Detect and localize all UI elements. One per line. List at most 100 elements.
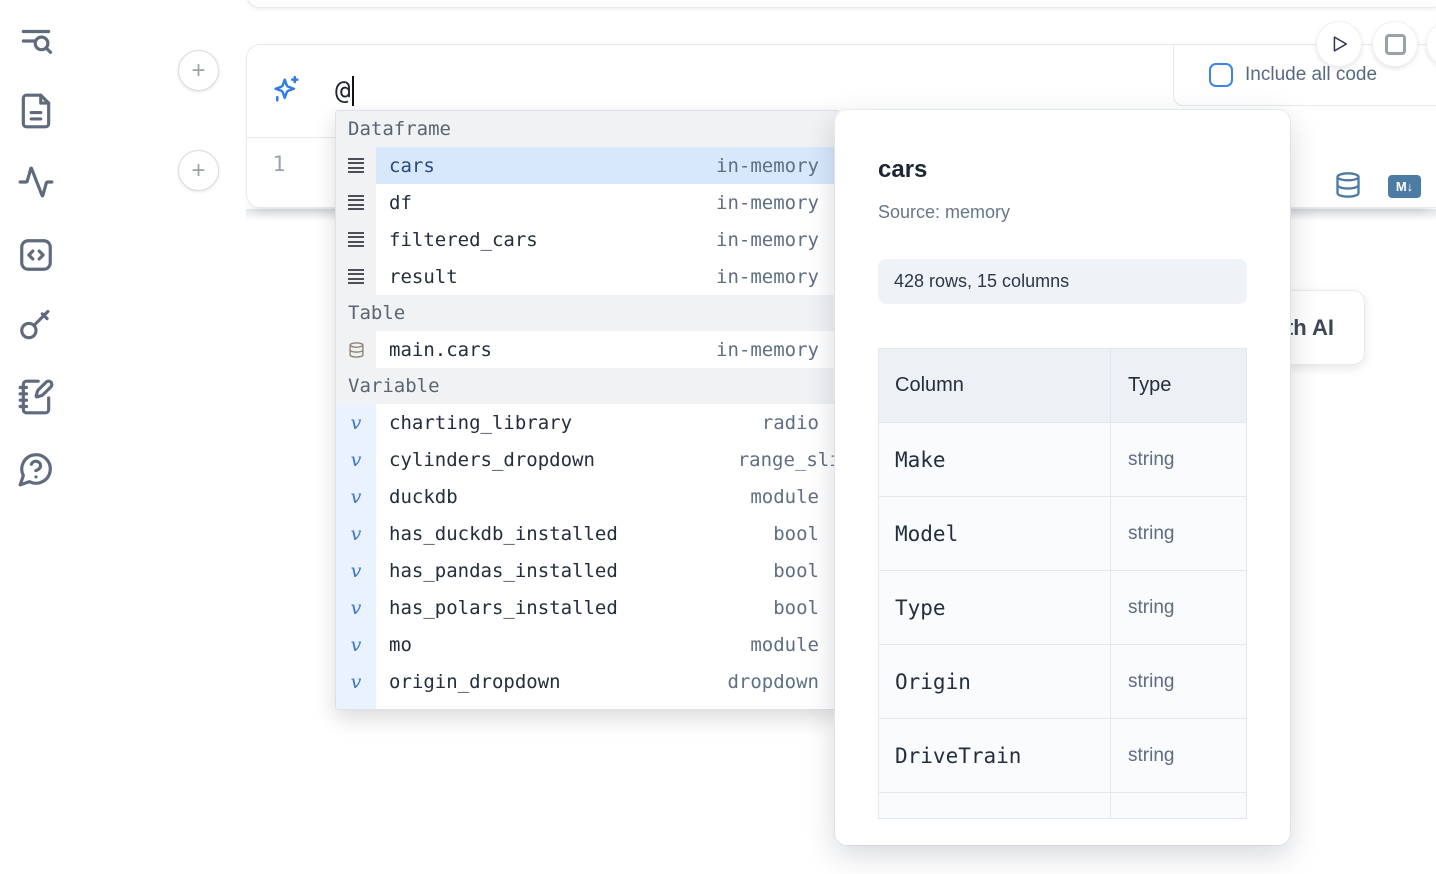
autocomplete-item-pd[interactable]: vpd module xyxy=(336,700,839,710)
item-name: pd xyxy=(376,708,412,710)
code-block-icon[interactable] xyxy=(17,236,55,274)
variable-icon: v xyxy=(336,663,376,700)
stop-button[interactable] xyxy=(1373,22,1417,66)
left-sidebar xyxy=(0,0,72,874)
item-name: duckdb xyxy=(389,485,458,508)
item-name: mo xyxy=(389,633,412,656)
variable-icon: v xyxy=(336,626,376,663)
text-caret xyxy=(351,76,354,106)
ai-prompt-input[interactable]: @ xyxy=(335,73,354,109)
item-type: module xyxy=(750,485,819,508)
shape-badge: 428 rows, 15 columns xyxy=(878,259,1247,304)
dataframe-icon xyxy=(336,258,376,295)
autocomplete-item-has_pandas_installed[interactable]: v has_pandas_installed bool xyxy=(336,552,839,589)
item-type: bool xyxy=(773,596,819,619)
autocomplete-item-charting_library[interactable]: v charting_library radio xyxy=(336,404,839,441)
item-name: charting_library xyxy=(389,411,573,434)
dataframe-icon xyxy=(336,147,376,184)
sparkles-ai-icon xyxy=(271,74,301,104)
variable-icon: v xyxy=(336,404,376,441)
autocomplete-item-filtered_cars[interactable]: filtered_cars in-memory xyxy=(336,221,839,258)
item-name: has_pandas_installed xyxy=(389,559,618,582)
item-name: filtered_cars xyxy=(389,228,538,251)
cell-toolbar: M↓ xyxy=(1334,171,1421,202)
autocomplete-item-result[interactable]: result in-memory xyxy=(336,258,839,295)
activity-icon[interactable] xyxy=(17,163,55,201)
prompt-value: @ xyxy=(335,76,351,106)
markdown-icon[interactable]: M↓ xyxy=(1388,175,1421,198)
item-name: result xyxy=(389,265,458,288)
item-type: module xyxy=(750,708,839,710)
extra-round-button[interactable] xyxy=(1427,22,1436,66)
item-name: has_polars_installed xyxy=(389,596,618,619)
add-cell-above-button[interactable]: + xyxy=(178,50,219,91)
item-type: radio xyxy=(761,411,819,434)
autocomplete-item-main.cars[interactable]: main.cars in-memory xyxy=(336,331,839,368)
variable-icon: v xyxy=(336,515,376,552)
autocomplete-item-cylinders_dropdown[interactable]: v cylinders_dropdown range_slider xyxy=(336,441,839,478)
autocomplete-item-cars[interactable]: cars in-memory xyxy=(336,147,839,184)
list-search-icon[interactable] xyxy=(17,22,55,60)
autocomplete-item-has_polars_installed[interactable]: v has_polars_installed bool xyxy=(336,589,839,626)
item-type: in-memory xyxy=(716,228,819,251)
item-type: dropdown xyxy=(727,670,819,693)
item-name: origin_dropdown xyxy=(389,670,561,693)
key-icon[interactable] xyxy=(17,306,55,344)
previous-cell-edge xyxy=(246,0,1436,8)
preview-source: Source: memory xyxy=(878,202,1011,222)
item-type: module xyxy=(750,633,819,656)
autocomplete-item-df[interactable]: df in-memory xyxy=(336,184,839,221)
add-cell-below-button[interactable]: + xyxy=(178,150,219,191)
document-icon[interactable] xyxy=(17,92,55,130)
preview-title: cars xyxy=(878,156,928,183)
item-type: bool xyxy=(773,522,819,545)
item-name: cylinders_dropdown xyxy=(389,448,595,471)
run-cell-button[interactable] xyxy=(1317,22,1361,66)
item-type: in-memory xyxy=(716,191,819,214)
autocomplete-section-header: Variable xyxy=(336,368,839,404)
variable-icon: v xyxy=(336,589,376,626)
item-name: main.cars xyxy=(389,338,492,361)
item-type: range_slider xyxy=(737,448,840,471)
item-type: in-memory xyxy=(716,338,819,361)
table-icon xyxy=(336,331,376,368)
scratchpad-icon[interactable] xyxy=(17,378,55,416)
dataframe-icon xyxy=(336,221,376,258)
variable-icon: v xyxy=(336,441,376,478)
database-icon[interactable] xyxy=(1334,171,1362,202)
include-all-code-checkbox[interactable] xyxy=(1209,63,1233,87)
autocomplete-item-origin_dropdown[interactable]: v origin_dropdown dropdown xyxy=(336,663,839,700)
autocomplete-section-header: Table xyxy=(336,295,839,331)
include-all-code-label: Include all code xyxy=(1245,64,1378,85)
item-type: in-memory xyxy=(716,154,819,177)
item-type: bool xyxy=(773,559,819,582)
autocomplete-section-header: Dataframe xyxy=(336,111,839,147)
item-type: in-memory xyxy=(716,265,819,288)
include-all-code-region: Include all code xyxy=(1173,45,1436,106)
autocomplete-section-table: Table main.cars in-memory xyxy=(336,295,839,368)
help-chat-icon[interactable] xyxy=(17,450,55,488)
dataframe-preview-panel: cars Source: memory 428 rows, 15 columns… xyxy=(835,110,1290,845)
schema-row-partial xyxy=(879,793,1246,818)
variable-icon: v xyxy=(336,700,376,709)
line-number: 1 xyxy=(272,152,286,176)
variable-icon: v xyxy=(336,552,376,589)
item-name: df xyxy=(389,191,412,214)
dataframe-icon xyxy=(336,184,376,221)
item-name: cars xyxy=(389,154,435,177)
variable-icon: v xyxy=(336,478,376,515)
